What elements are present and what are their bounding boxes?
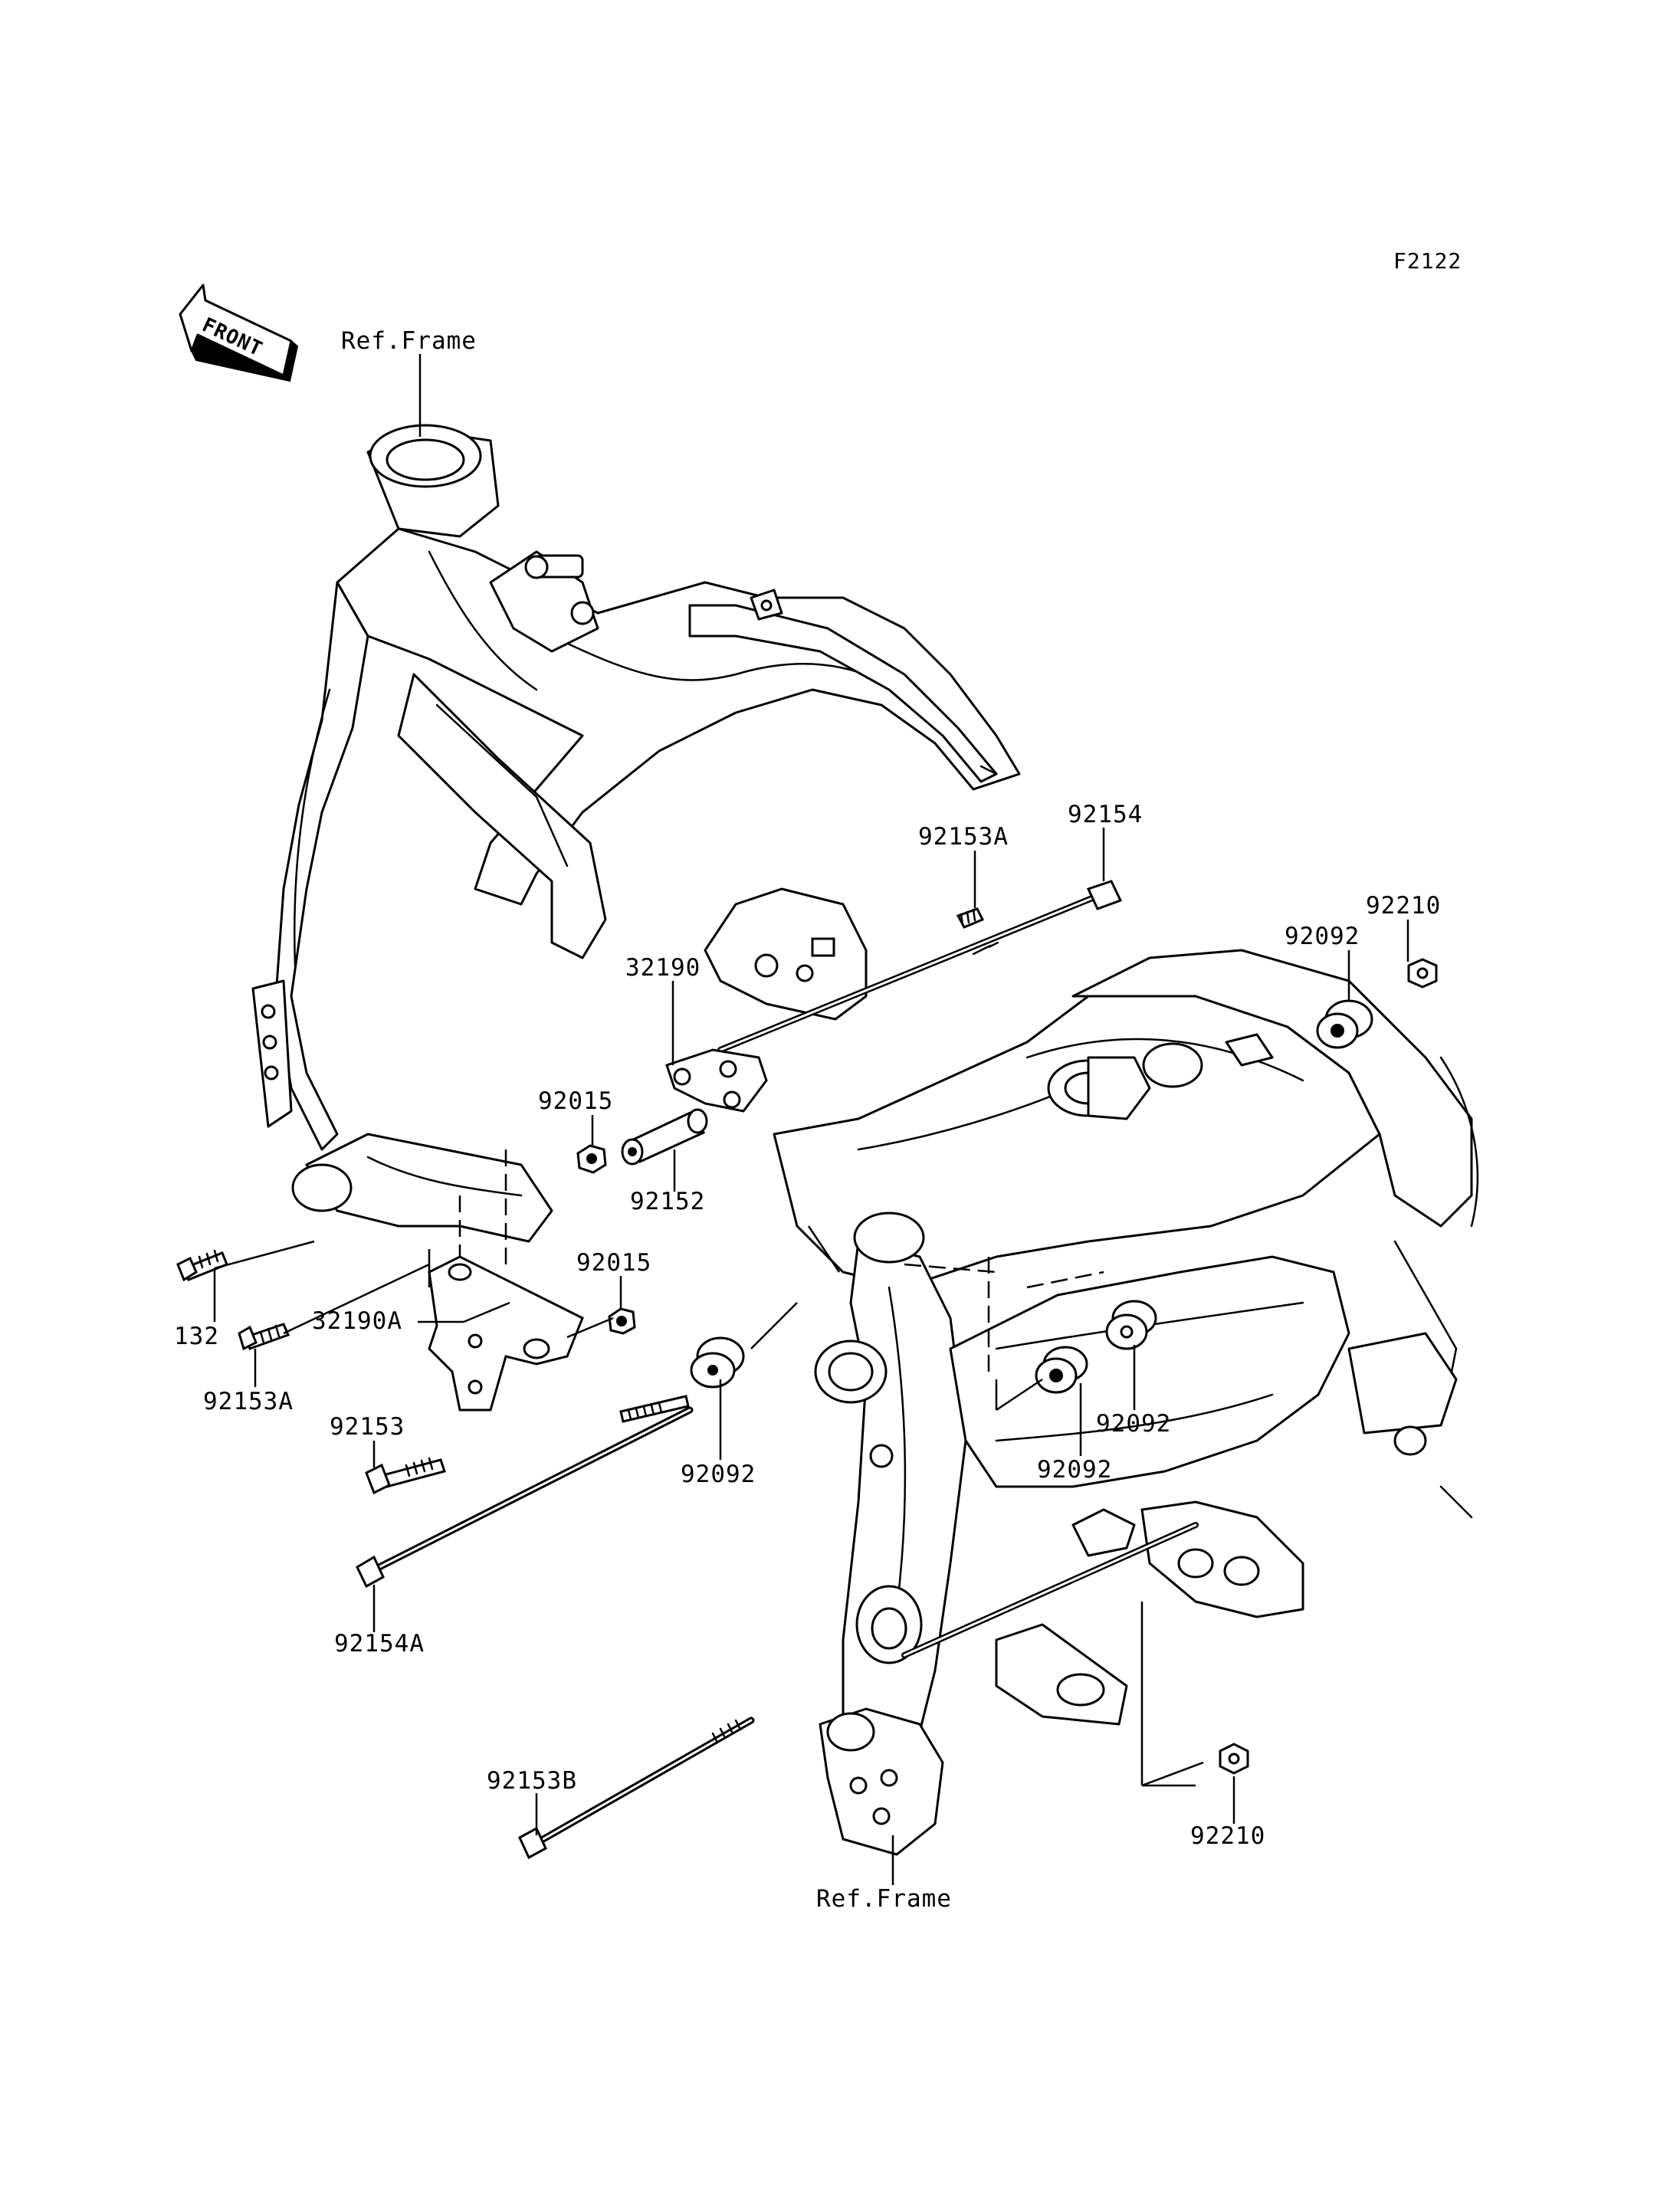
diagram-code: F2122	[1393, 248, 1462, 274]
bolt-92153A-top-icon	[956, 907, 985, 929]
rear-through-bolt-icon	[901, 1522, 1199, 1658]
label-92210-top: 92210	[1366, 892, 1441, 920]
label-92153B: 92153B	[487, 1767, 577, 1795]
stud-icon	[619, 1395, 690, 1423]
front-direction-arrow-icon: FRONT	[179, 284, 299, 382]
rubber-damper-92092-right-icon	[1105, 1300, 1157, 1350]
label-32190A: 32190A	[312, 1307, 402, 1335]
label-92154A: 92154A	[334, 1630, 425, 1658]
label-ref-frame-bottom: Ref.Frame	[816, 1885, 952, 1913]
bolt-132-icon	[176, 1249, 228, 1282]
bolt-92154A-icon	[356, 1406, 694, 1589]
label-92015-b: 92015	[576, 1249, 651, 1277]
nut-92015-a-icon	[576, 1144, 607, 1174]
label-92015-a: 92015	[538, 1087, 613, 1115]
label-92153: 92153	[330, 1413, 405, 1441]
label-92153A-left: 92153A	[203, 1388, 294, 1415]
label-92152: 92152	[630, 1188, 705, 1215]
callout-labels: F2122 Ref.Frame 92154 92153A 92210 92092…	[174, 248, 1462, 1913]
label-ref-frame-top: Ref.Frame	[341, 327, 477, 355]
bolt-92154-icon	[717, 880, 1123, 1053]
rubber-damper-92092-top-icon	[1316, 999, 1373, 1049]
label-92210-bottom: 92210	[1190, 1822, 1265, 1850]
label-92092-top: 92092	[1285, 923, 1360, 950]
leader-lines	[213, 354, 1409, 1885]
label-32190: 32190	[625, 954, 701, 982]
bracket-32190A-icon	[428, 1255, 584, 1412]
label-132: 132	[174, 1323, 219, 1350]
parts	[176, 880, 1438, 1860]
label-92092-right: 92092	[1096, 1410, 1171, 1438]
bolt-92153B-icon	[518, 1717, 755, 1860]
label-92092-mid: 92092	[1037, 1456, 1112, 1484]
bolt-92153-icon	[365, 1457, 446, 1495]
label-92154: 92154	[1068, 801, 1143, 828]
nut-92015-b-icon	[608, 1307, 636, 1335]
nut-92210-top-icon	[1407, 958, 1438, 989]
lower-cradle-drawing	[773, 949, 1479, 1856]
rubber-damper-92092-left-icon	[690, 1336, 745, 1389]
bolt-92153A-left-icon	[238, 1323, 290, 1351]
collar-92152-icon	[621, 1108, 708, 1166]
bracket-32190-icon	[665, 1048, 768, 1113]
nut-92210-bottom-icon	[1219, 1743, 1249, 1775]
label-92092-left: 92092	[681, 1461, 756, 1488]
rubber-damper-92092-mid-icon	[1035, 1346, 1088, 1394]
label-92153A-top: 92153A	[918, 823, 1009, 851]
main-frame-drawing	[251, 424, 1021, 1243]
